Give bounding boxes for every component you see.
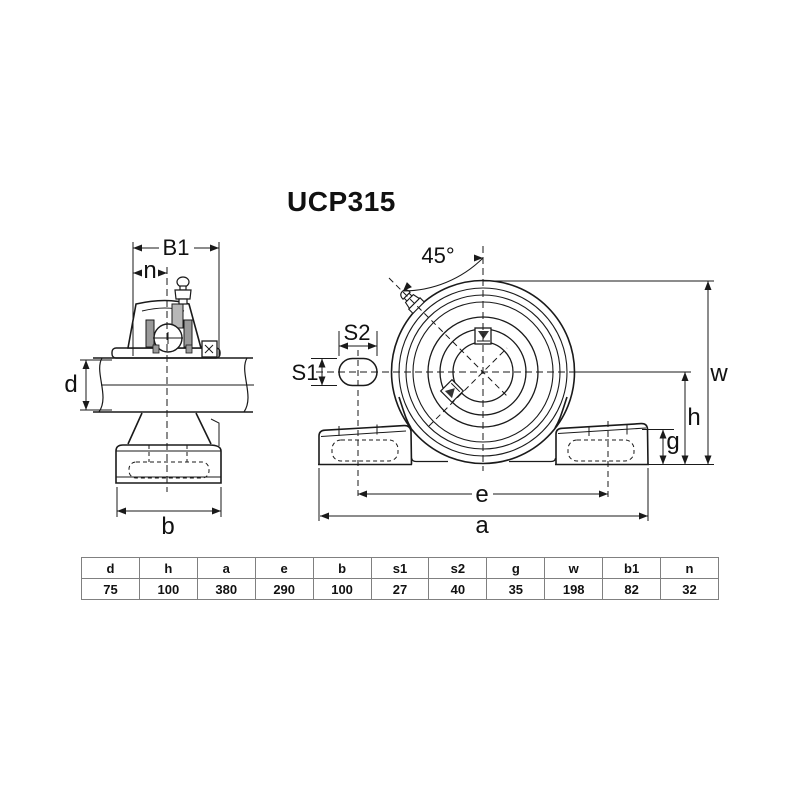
table-value-cell: 100 [138, 578, 198, 600]
table-value-cell: 32 [660, 578, 719, 600]
label-b: b [161, 513, 174, 540]
table-value-cell: 35 [486, 578, 546, 600]
dimension-s2 [338, 331, 378, 356]
table-header-cell: b1 [602, 557, 662, 579]
dimension-h [681, 372, 689, 465]
table-header-cell: n [660, 557, 719, 579]
dimension-n [133, 269, 167, 277]
bearing-race-left [145, 319, 155, 348]
table-header-cell: e [254, 557, 314, 579]
table-value-cell: 290 [254, 578, 314, 600]
dimension-g [659, 429, 667, 465]
label-g: g [666, 428, 679, 455]
label-h: h [687, 404, 700, 431]
dimension-d [80, 359, 112, 411]
table-header-cell: h [138, 557, 198, 579]
table-header-cell: w [544, 557, 604, 579]
side-view [80, 242, 254, 517]
table-header-cell: s2 [428, 557, 488, 579]
table-header-cell: s1 [370, 557, 430, 579]
table-header-cell: b [312, 557, 372, 579]
dimension-b1 [132, 242, 220, 356]
dimensions-table: d h a e b s1 s2 g w b1 n 75 100 380 290 … [81, 557, 719, 600]
dimension-a [318, 468, 649, 521]
table-value-cell: 82 [602, 578, 662, 600]
table-value-cell: 100 [312, 578, 372, 600]
table-value-cell: 380 [196, 578, 256, 600]
dimension-b [116, 487, 222, 517]
label-e: e [475, 481, 488, 508]
table-header-row: d h a e b s1 s2 g w b1 n [81, 557, 719, 579]
dimension-e [358, 490, 608, 498]
table-value-cell: 27 [370, 578, 430, 600]
dimension-w [704, 281, 712, 465]
label-s2: S2 [344, 320, 371, 345]
foot-right [555, 422, 649, 466]
set-screw-lower [439, 378, 465, 404]
table-value-cell: 40 [428, 578, 488, 600]
table-header-cell: a [196, 557, 256, 579]
table-value-cell: 75 [81, 578, 140, 600]
table-header-cell: g [486, 557, 546, 579]
front-view [311, 246, 714, 521]
collar-set-screw [201, 340, 218, 358]
label-b1: B1 [163, 235, 190, 260]
label-45deg: 45° [421, 243, 454, 268]
label-n: n [143, 257, 156, 284]
label-s1: S1 [292, 360, 319, 385]
label-w: w [709, 360, 728, 387]
shaft [93, 357, 254, 413]
label-d: d [64, 371, 77, 398]
bearing-race-right [183, 319, 193, 348]
centerlines-front [316, 246, 691, 497]
table-header-cell: d [81, 557, 140, 579]
table-value-cell: 198 [544, 578, 604, 600]
grease-nipple-side [174, 276, 192, 305]
base-side [115, 444, 222, 484]
drawing-title: UCP315 [287, 186, 396, 217]
dimension-45deg [402, 254, 484, 292]
foot-left [318, 424, 413, 466]
label-a: a [475, 512, 489, 539]
dimension-s1 [311, 358, 337, 386]
table-value-row: 75 100 380 290 100 27 40 35 198 82 32 [81, 578, 719, 600]
